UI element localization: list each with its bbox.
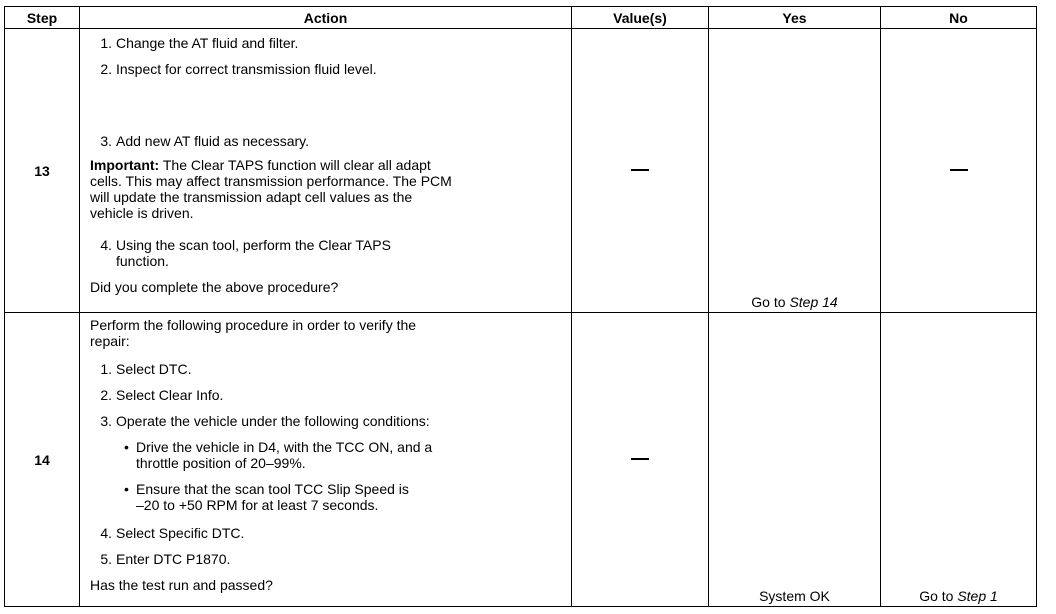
question: Has the test run and passed?: [90, 577, 273, 593]
bullet-icon: •: [124, 439, 129, 455]
list-item: 1.Change the AT fluid and filter.: [100, 35, 299, 51]
header-row: Step Action Value(s) Yes No: [4, 6, 1037, 29]
table-row-step-13: 13 1.Change the AT fluid and filter. 2.I…: [4, 28, 1037, 313]
step-number: 14: [4, 312, 80, 607]
list-item: 3.Add new AT fluid as necessary.: [100, 133, 309, 149]
diagnostic-table: Step Action Value(s) Yes No 13 1.Change …: [4, 6, 1037, 607]
list-item-continuation: function.: [116, 253, 169, 269]
header-no: No: [880, 6, 1037, 29]
dash-mark: [949, 169, 968, 172]
header-step: Step: [4, 6, 80, 29]
bullet-item: •Drive the vehicle in D4, with the TCC O…: [124, 439, 433, 455]
list-item: 4.Select Specific DTC.: [100, 525, 245, 541]
no-cell: Go to Step 1: [880, 312, 1037, 607]
header-action: Action: [79, 6, 572, 29]
bullet-item-continuation: throttle position of 20–99%.: [136, 455, 306, 471]
no-cell: [880, 28, 1037, 313]
system-ok: System OK: [759, 588, 830, 604]
dash-mark: [631, 169, 649, 172]
intro-text: repair:: [90, 333, 130, 349]
list-item: 1.Select DTC.: [100, 361, 192, 377]
bullet-icon: •: [124, 481, 129, 497]
list-item: 5.Enter DTC P1870.: [100, 551, 231, 567]
go-to-step-1: Go to Step 1: [919, 588, 998, 604]
intro-text: Perform the following procedure in order…: [90, 317, 417, 333]
action-cell: Perform the following procedure in order…: [79, 312, 572, 607]
step-number: 13: [4, 28, 80, 313]
header-values: Value(s): [571, 6, 709, 29]
bullet-item-continuation: –20 to +50 RPM for at least 7 seconds.: [136, 497, 379, 513]
list-item: 3.Operate the vehicle under the followin…: [100, 413, 430, 429]
go-to-step-14: Go to Step 14: [751, 294, 838, 310]
list-item: 2.Select Clear Info.: [100, 387, 224, 403]
dash-mark: [631, 458, 649, 461]
values-cell: [571, 312, 709, 607]
important-note: Important: The Clear TAPS function will …: [90, 157, 431, 173]
yes-cell: Go to Step 14: [708, 28, 881, 313]
important-note-line: will update the transmission adapt cell …: [90, 189, 413, 205]
list-item: 2.Inspect for correct transmission fluid…: [100, 61, 377, 77]
action-cell: 1.Change the AT fluid and filter. 2.Insp…: [79, 28, 572, 313]
important-note-line: cells. This may affect transmission perf…: [90, 173, 452, 189]
table-row-step-14: 14 Perform the following procedure in or…: [4, 312, 1037, 607]
yes-cell: System OK: [708, 312, 881, 607]
important-note-line: vehicle is driven.: [90, 205, 194, 221]
bullet-item: •Ensure that the scan tool TCC Slip Spee…: [124, 481, 409, 497]
question: Did you complete the above procedure?: [90, 279, 339, 295]
list-item: 4.Using the scan tool, perform the Clear…: [100, 237, 391, 253]
values-cell: [571, 28, 709, 313]
header-yes: Yes: [708, 6, 881, 29]
